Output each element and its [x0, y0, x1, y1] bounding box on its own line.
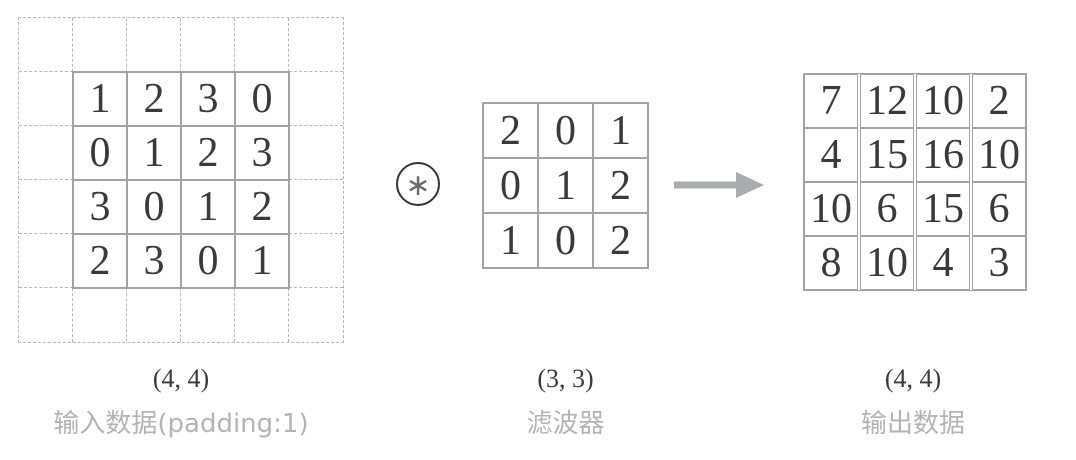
matrix-cell: 4	[916, 236, 970, 290]
matrix-cell: 3	[127, 234, 181, 288]
matrix-cell: 1	[127, 126, 181, 180]
matrix-cell: 10	[804, 182, 858, 236]
matrix-cell: 3	[972, 236, 1026, 290]
padding-cell	[19, 180, 73, 234]
filter-shape-label: (3, 3)	[537, 364, 594, 393]
matrix-cell: 2	[181, 126, 235, 180]
matrix-cell: 4	[804, 128, 858, 182]
matrix-cell: 1	[593, 103, 648, 158]
padding-cell	[181, 288, 235, 342]
matrix-cell: 7	[804, 74, 858, 128]
matrix-cell: 1	[73, 72, 127, 126]
padding-cell	[19, 126, 73, 180]
padding-cell	[289, 18, 343, 72]
matrix-cell: 0	[235, 72, 289, 126]
output-caption: 输出数据	[860, 409, 965, 439]
matrix-cell: 15	[860, 128, 914, 182]
matrix-cell: 10	[860, 236, 914, 290]
matrix-cell: 2	[483, 103, 538, 158]
padding-cell	[289, 288, 343, 342]
matrix-cell: 0	[181, 234, 235, 288]
matrix-cell: 15	[916, 182, 970, 236]
padding-cell	[289, 234, 343, 288]
matrix-cell: 2	[972, 74, 1026, 128]
padding-cell	[19, 288, 73, 342]
matrix-cell: 10	[916, 74, 970, 128]
convolution-operator-icon: ∗	[396, 162, 440, 206]
input-shape-label: (4, 4)	[152, 364, 210, 393]
padding-cell	[235, 288, 289, 342]
matrix-cell: 6	[860, 182, 914, 236]
padding-cell	[289, 180, 343, 234]
matrix-cell: 3	[73, 180, 127, 234]
matrix-cell: 6	[972, 182, 1026, 236]
matrix-cell: 1	[483, 213, 538, 268]
padding-cell	[73, 18, 127, 72]
matrix-cell: 2	[73, 234, 127, 288]
padding-cell	[127, 288, 181, 342]
matrix-cell: 3	[181, 72, 235, 126]
matrix-cell: 12	[860, 74, 914, 128]
matrix-cell: 0	[127, 180, 181, 234]
padding-cell	[235, 18, 289, 72]
matrix-cell: 2	[127, 72, 181, 126]
padding-cell	[19, 18, 73, 72]
matrix-cell: 0	[483, 158, 538, 213]
padding-cell	[289, 72, 343, 126]
output-shape-label: (4, 4)	[884, 364, 942, 393]
matrix-cell: 10	[972, 128, 1026, 182]
padding-cell	[19, 234, 73, 288]
padding-cell	[289, 126, 343, 180]
matrix-cell: 0	[538, 103, 593, 158]
matrix-cell: 1	[538, 158, 593, 213]
matrix-cell: 0	[73, 126, 127, 180]
padding-cell	[19, 72, 73, 126]
padding-cell	[127, 18, 181, 72]
matrix-cell: 3	[235, 126, 289, 180]
arrow-right-icon	[674, 172, 764, 198]
matrix-cell: 8	[804, 236, 858, 290]
matrix-cell: 2	[235, 180, 289, 234]
input-caption: 输入数据(padding:1)	[53, 409, 309, 439]
asterisk-glyph: ∗	[405, 168, 431, 203]
matrix-cell: 1	[235, 234, 289, 288]
matrix-cell: 16	[916, 128, 970, 182]
matrix-cell: 1	[181, 180, 235, 234]
matrix-cell: 2	[593, 213, 648, 268]
padding-cell	[73, 288, 127, 342]
filter-caption: 滤波器	[526, 409, 605, 439]
matrix-cell: 0	[538, 213, 593, 268]
matrix-cell: 2	[593, 158, 648, 213]
padding-cell	[181, 18, 235, 72]
